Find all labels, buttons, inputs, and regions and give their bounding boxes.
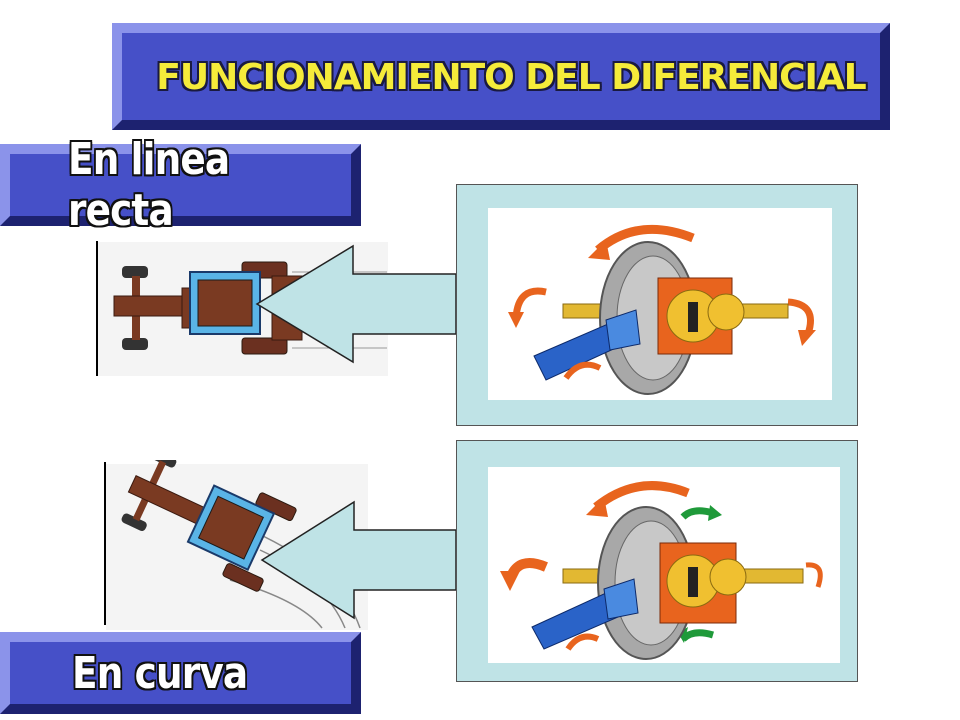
section-label-curve: En curva — [72, 647, 248, 699]
tractor-turning-view-icon — [104, 450, 368, 630]
differential-panel-straight — [456, 184, 858, 426]
tractor-curve-illustration — [100, 450, 370, 632]
differential-photo-curve — [488, 467, 840, 663]
pointer-arrow-icon — [260, 500, 457, 620]
section-label-straight: En linea recta — [68, 134, 230, 236]
section-banner-curve: En curva — [0, 632, 361, 714]
differential-photo-straight — [488, 208, 832, 400]
differential-gear-illustration-icon — [500, 481, 823, 660]
section-banner-straight: En linea recta — [0, 134, 361, 236]
differential-panel-curve — [456, 440, 858, 682]
pointer-arrow-icon — [255, 244, 457, 364]
page-title: FUNCIONAMIENTO DEL DIFERENCIAL — [156, 57, 866, 98]
differential-gear-illustration-icon — [508, 224, 816, 395]
title-banner: FUNCIONAMIENTO DEL DIFERENCIAL — [112, 23, 890, 130]
